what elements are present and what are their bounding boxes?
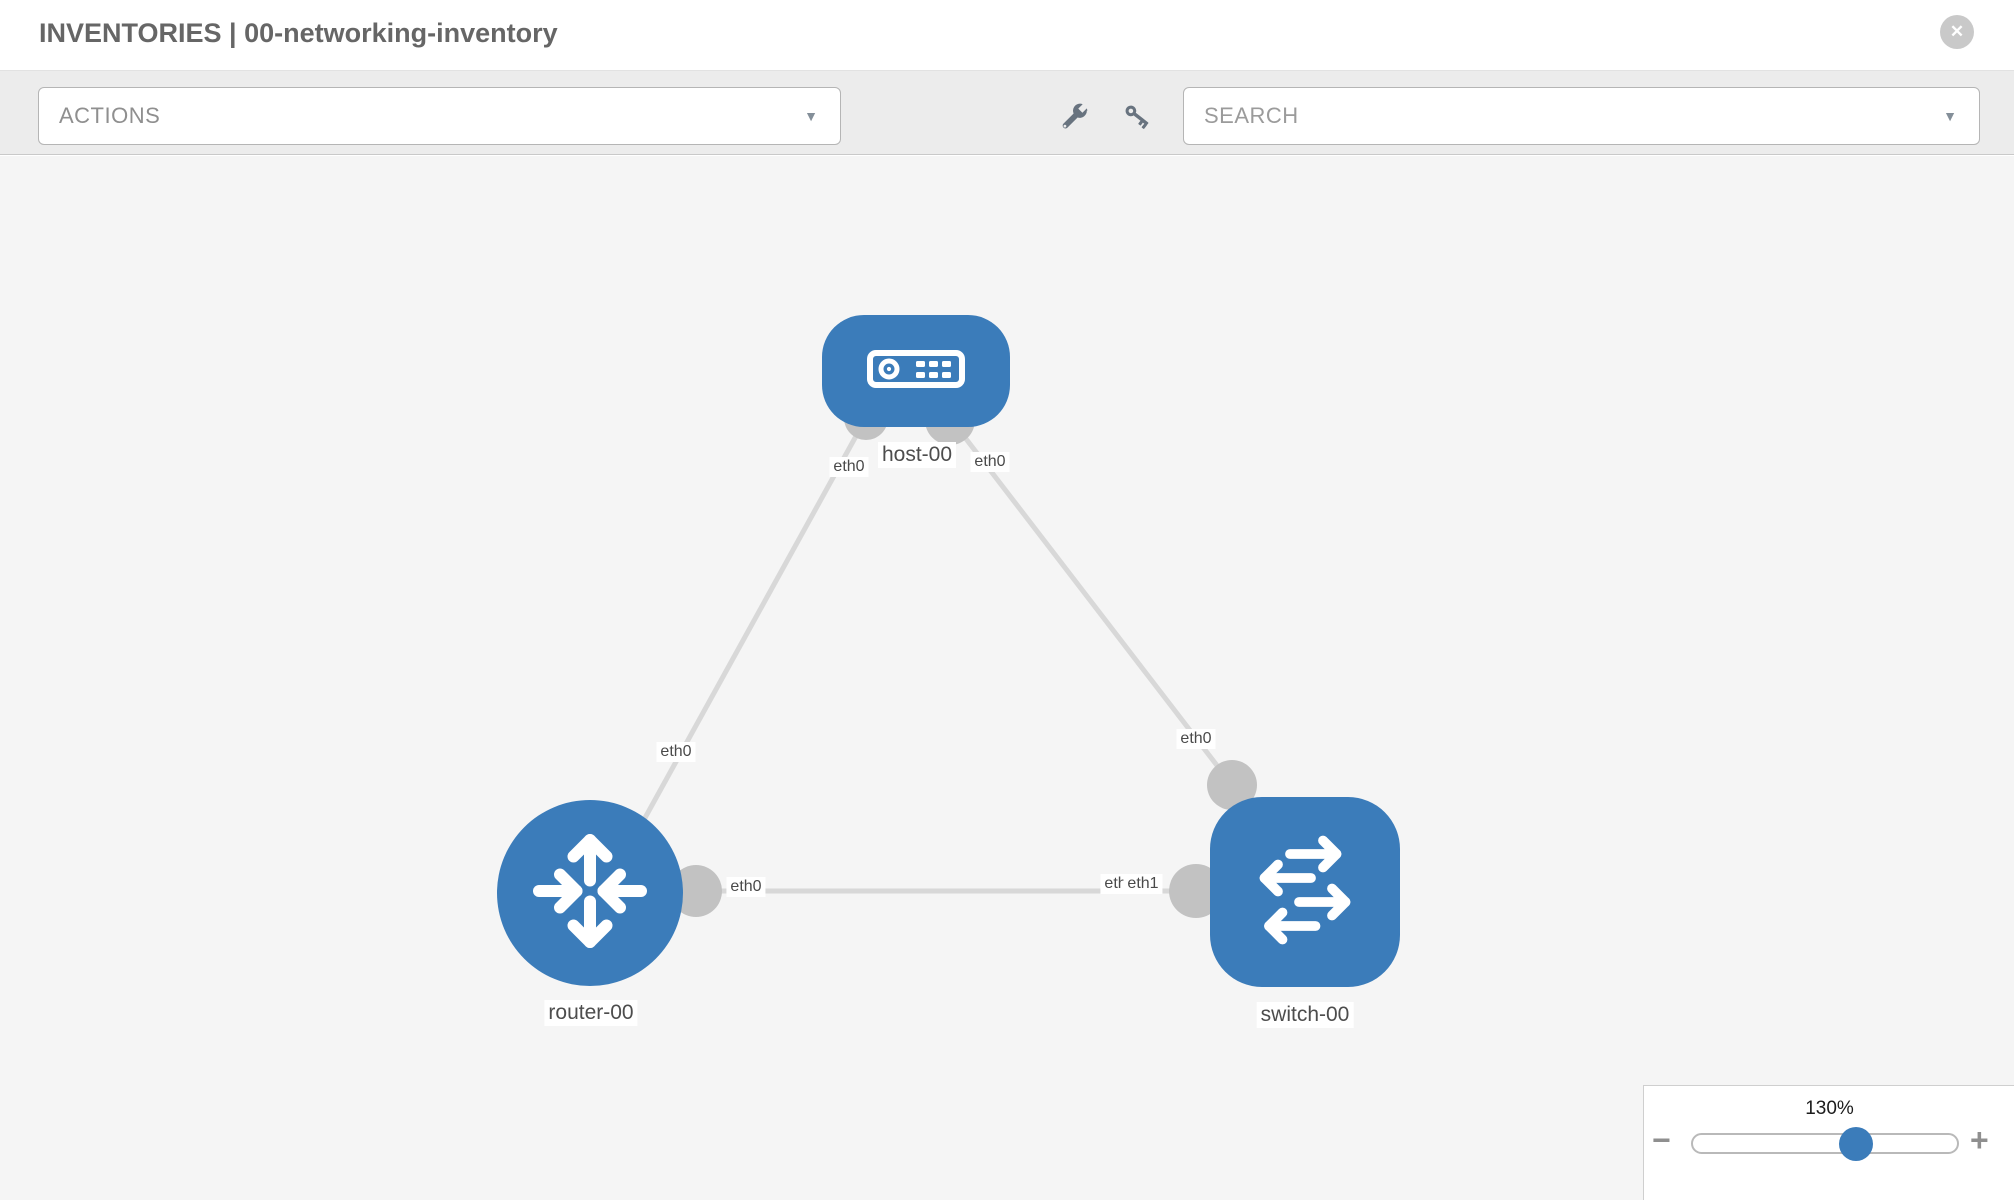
router-icon [515,816,665,971]
iface-label: eth0 [829,457,869,477]
node-switch-00[interactable] [1210,797,1400,987]
zoom-control-panel: 130% − + [1643,1085,2014,1200]
switch-icon [1230,815,1380,970]
link-host-router[interactable] [627,416,869,847]
iface-label: eth0 [1176,729,1216,749]
actions-dropdown-label: ACTIONS [59,103,161,128]
toolbar: ACTIONS ▼ SEARCH ▼ [0,70,2014,155]
close-icon[interactable]: ✕ [1940,15,1974,49]
page-title: INVENTORIES | 00-networking-inventory [39,18,558,48]
link-host-switch[interactable] [948,416,1234,787]
zoom-percent: 130% [1805,1098,1854,1119]
zoom-slider[interactable] [1691,1127,1959,1161]
iface-label: eth0 [726,877,766,897]
key-icon[interactable] [1122,101,1154,133]
topology-canvas[interactable] [0,156,2014,1200]
port-switch-eth1[interactable] [1169,864,1223,918]
search-dropdown[interactable]: SEARCH ▼ [1183,87,1980,145]
node-label-router: router-00 [544,1000,638,1026]
search-dropdown-label: SEARCH [1204,103,1299,128]
actions-dropdown[interactable]: ACTIONS ▼ [38,87,841,145]
port-switch-eth0[interactable] [1207,760,1257,810]
host-icon [866,349,966,394]
iface-label: eth1 [1123,874,1163,894]
node-label-host: host-00 [877,442,957,468]
zoom-in-button[interactable]: + [1970,1122,1989,1158]
chevron-down-icon: ▼ [1943,108,1957,124]
node-host-00[interactable] [822,315,1010,427]
header: INVENTORIES | 00-networking-inventory ✕ [0,0,2014,70]
iface-label: eth0 [970,452,1010,472]
wrench-icon[interactable] [1058,101,1090,133]
chevron-down-icon: ▼ [804,108,818,124]
node-router-00[interactable] [497,800,683,986]
iface-label: eth0 [656,742,696,762]
zoom-slider-thumb[interactable] [1839,1127,1873,1161]
node-label-switch: switch-00 [1256,1002,1354,1028]
port-router-eth0[interactable] [670,865,722,917]
zoom-out-button[interactable]: − [1652,1122,1671,1158]
